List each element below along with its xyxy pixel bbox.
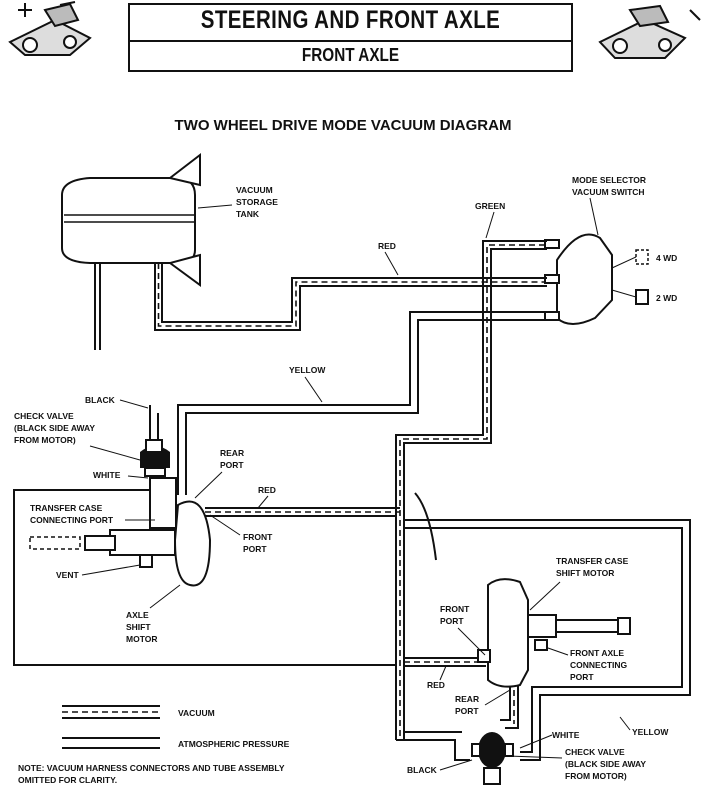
label-green: GREEN xyxy=(475,201,505,211)
legend: VACUUM ATMOSPHERIC PRESSURE xyxy=(62,705,290,749)
header-art xyxy=(8,1,701,59)
label-mode-selector-2: VACUUM SWITCH xyxy=(572,187,645,197)
label-transfer-case-motor-1: TRANSFER CASE xyxy=(556,556,629,566)
label-transfer-case-port-1: TRANSFER CASE xyxy=(30,503,103,513)
header-box xyxy=(128,3,573,72)
label-vacuum-storage-tank-1: VACUUM xyxy=(236,185,273,195)
suspension-left-icon xyxy=(8,1,92,56)
vacuum-storage-tank xyxy=(61,152,201,350)
label-front-axle-port-3: PORT xyxy=(570,672,594,682)
label-2wd: 2 WD xyxy=(656,293,677,303)
label-red-low: RED xyxy=(427,680,445,690)
legend-vacuum: VACUUM xyxy=(178,708,215,718)
note-line-1: NOTE: VACUUM HARNESS CONNECTORS AND TUBE… xyxy=(18,763,285,773)
label-front-port-low-1: FRONT xyxy=(440,604,470,614)
note-line-2: OMITTED FOR CLARITY. xyxy=(18,775,117,785)
label-vacuum-storage-tank-3: TANK xyxy=(236,209,260,219)
legend-atmospheric: ATMOSPHERIC PRESSURE xyxy=(178,739,290,749)
label-yellow-low: YELLOW xyxy=(632,727,669,737)
label-check-valve-left-3: FROM MOTOR) xyxy=(14,435,76,445)
label-4wd: 4 WD xyxy=(656,253,677,263)
label-rear-port-top-1: REAR xyxy=(220,448,244,458)
label-black-low: BLACK xyxy=(407,765,438,775)
label-red-top: RED xyxy=(378,241,396,251)
label-mode-selector-1: MODE SELECTOR xyxy=(572,175,646,185)
label-check-valve-low-2: (BLACK SIDE AWAY xyxy=(565,759,646,769)
mode-selector-switch xyxy=(544,233,649,325)
label-rear-port-top-2: PORT xyxy=(220,460,244,470)
label-rear-port-low-2: PORT xyxy=(455,706,479,716)
label-red-mid: RED xyxy=(258,485,276,495)
labels: VACUUM STORAGE TANK MODE SELECTOR VACUUM… xyxy=(14,175,677,781)
label-front-axle-port-1: FRONT AXLE xyxy=(570,648,624,658)
label-check-valve-left-1: CHECK VALVE xyxy=(14,411,74,421)
label-yellow-top: YELLOW xyxy=(289,365,326,375)
label-axle-shift-motor-1: AXLE xyxy=(126,610,149,620)
label-front-port-low-2: PORT xyxy=(440,616,464,626)
label-front-port-mid-2: PORT xyxy=(243,544,267,554)
page-title: STEERING AND FRONT AXLE xyxy=(200,6,501,34)
label-black-top: BLACK xyxy=(85,395,116,405)
check-valve-left xyxy=(140,439,170,477)
label-vent: VENT xyxy=(56,570,79,580)
label-white-low: WHITE xyxy=(552,730,580,740)
label-transfer-case-port-2: CONNECTING PORT xyxy=(30,515,114,525)
axle-shift-motor xyxy=(29,477,212,587)
suspension-right-icon xyxy=(598,4,701,59)
label-rear-port-low-1: REAR xyxy=(455,694,479,704)
diagram-title: TWO WHEEL DRIVE MODE VACUUM DIAGRAM xyxy=(174,117,512,134)
check-valve-low xyxy=(471,732,514,785)
vacuum-tubes xyxy=(13,240,691,761)
transfer-case-shift-motor xyxy=(477,578,631,688)
header: STEERING AND FRONT AXLE FRONT AXLE xyxy=(0,0,706,78)
label-front-port-mid-1: FRONT xyxy=(243,532,273,542)
label-axle-shift-motor-3: MOTOR xyxy=(126,634,157,644)
page-subtitle: FRONT AXLE xyxy=(301,45,400,65)
label-check-valve-left-2: (BLACK SIDE AWAY xyxy=(14,423,95,433)
label-axle-shift-motor-2: SHIFT xyxy=(126,622,151,632)
label-front-axle-port-2: CONNECTING xyxy=(570,660,628,670)
label-white-left: WHITE xyxy=(93,470,121,480)
header-divider xyxy=(128,40,573,42)
label-vacuum-storage-tank-2: STORAGE xyxy=(236,197,278,207)
label-check-valve-low-3: FROM MOTOR) xyxy=(565,771,627,781)
label-check-valve-low-1: CHECK VALVE xyxy=(565,747,625,757)
label-transfer-case-motor-2: SHIFT MOTOR xyxy=(556,568,614,578)
